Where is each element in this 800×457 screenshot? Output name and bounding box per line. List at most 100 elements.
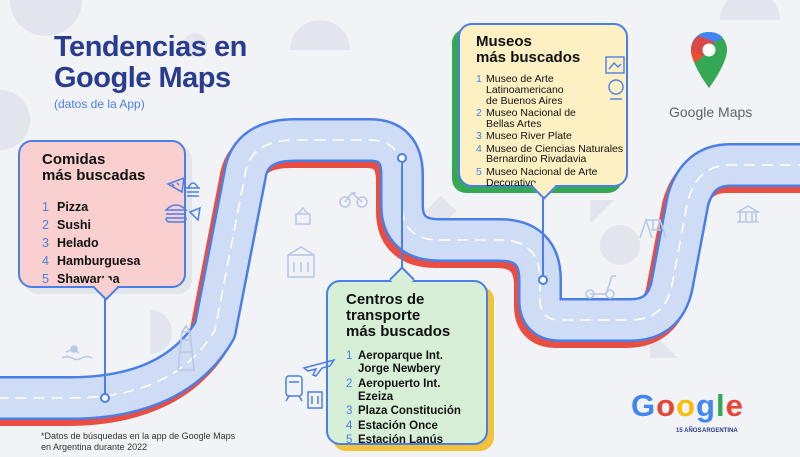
list-item: 1 Pizza	[42, 198, 184, 216]
list-item-number: 4	[42, 254, 49, 268]
google-doodle: Google	[631, 388, 744, 424]
list-item-label: Sushi	[57, 218, 92, 232]
list-item-number: 4	[476, 142, 482, 155]
train-icon	[285, 375, 303, 397]
list-item-number: 1	[42, 200, 49, 214]
doodle-letter: g	[696, 388, 716, 423]
list-item-number: 5	[346, 434, 353, 446]
footnote-line-1: *Datos de búsquedas en la app de Google …	[41, 431, 236, 441]
doodle-letter: o	[676, 388, 696, 423]
brand-name: Google Maps	[669, 104, 753, 120]
list-item: 5 Museo Nacional de Arte Decorativo	[476, 165, 626, 189]
list-item: 3 Helado	[42, 234, 184, 252]
list-item-label: Museo River Plate	[486, 130, 572, 143]
bg-half-circle-left	[150, 310, 172, 354]
route-pin-icon	[538, 275, 548, 285]
list-item-label: Estación Once	[358, 419, 438, 432]
transit-icons	[285, 358, 336, 409]
list-item-label: Pizza	[57, 200, 89, 214]
doodle-letter: e	[725, 388, 744, 423]
list-item-label: Estación Lanús	[358, 434, 443, 446]
plane-icon	[302, 358, 336, 377]
list-item: 2 Museo Nacional de Bellas Artes	[476, 108, 626, 130]
bg-half-circle-mid	[290, 20, 350, 50]
footnote-line-2: en Argentina durante 2022	[41, 442, 148, 452]
footnote: *Datos de búsquedas en la app de Google …	[41, 431, 281, 453]
list-item-number: 1	[346, 350, 353, 362]
doodle-letter: l	[715, 388, 726, 423]
list-item-label: Aeropuerto Int. Ezeiza	[358, 377, 441, 403]
road-centerline	[0, 139, 800, 399]
scooter-icon	[585, 275, 616, 299]
bg-circle-right	[600, 225, 640, 265]
list-item-number: 5	[42, 272, 49, 286]
bg-half-circle-edge	[0, 90, 30, 150]
title-line-1: Tendencias en	[54, 31, 247, 63]
doodle-years: 15 AÑOS	[676, 428, 702, 434]
list-item-label: Museo Nacional de Arte Decorativo	[486, 165, 598, 189]
doodle-letter: G	[631, 388, 657, 423]
lighthouse-icon	[177, 324, 195, 371]
list-item-number: 1	[476, 73, 482, 85]
statue-icon	[608, 79, 624, 95]
list-item: 1 Museo de Arte Latinoamericano de Buenos…	[476, 73, 626, 107]
list-item: 5 Estación Lanús	[346, 434, 486, 447]
list-item: 4 Estación Once	[346, 420, 486, 433]
list-item-number: 5	[476, 165, 482, 178]
list-item-label: Museo de Arte Latinoamericano de Buenos …	[486, 73, 564, 107]
list-item: 4 Hamburguesa	[42, 252, 184, 270]
transit-title-line-2: transporte	[346, 307, 421, 324]
food-icons	[164, 176, 201, 223]
bg-half-circle-top-right	[720, 0, 780, 20]
transit-title-line-1: Centros de	[346, 291, 425, 308]
transit-list: 1 Aeroparque Int. Jorge Newbery 2 Aeropuert…	[346, 350, 486, 447]
page-title: Tendencias en Google Maps	[54, 32, 247, 94]
page-subtitle: (datos de la App)	[54, 97, 145, 111]
route-pin-icon	[397, 153, 407, 163]
building-icon	[287, 246, 315, 278]
bg-circle	[183, 33, 207, 57]
playground-icon	[639, 217, 667, 239]
burger-icon	[164, 204, 188, 223]
museum-list: 1 Museo de Arte Latinoamericano de Buenos…	[476, 74, 626, 188]
list-item-number: 2	[42, 218, 49, 232]
list-item-label: Hamburguesa	[57, 254, 141, 268]
list-item: 4 Museo de Ciencias Naturales Bernardino …	[476, 142, 626, 166]
bicycle-icon	[339, 191, 368, 208]
list-item: 2 Sushi	[42, 216, 184, 234]
transit-card-title: Centros de transporte más buscados	[346, 292, 486, 340]
list-item-number: 3	[42, 236, 49, 250]
doodle-country: ARGENTINA	[702, 428, 738, 434]
title-line-2: Google Maps	[54, 62, 231, 94]
list-item-number: 4	[346, 419, 353, 432]
museum-card: Museos más buscados 1 Museo de Arte Latin…	[458, 23, 628, 188]
list-item-label: Aeroparque Int. Jorge Newbery	[358, 350, 443, 375]
list-item-number: 2	[346, 377, 353, 390]
temple-icon	[295, 206, 311, 225]
museum-title-line-1: Museos	[476, 33, 532, 50]
list-item-label: Museo de Ciencias Naturales Bernardino R…	[486, 142, 624, 166]
transit-title-line-3: más buscados	[346, 323, 451, 340]
museum-icons	[605, 56, 625, 100]
food-card-title: Comidas más buscadas	[42, 152, 184, 184]
food-title-line-2: más buscadas	[42, 167, 146, 184]
doodle-letter: o	[656, 388, 677, 423]
list-item-label: Helado	[57, 236, 99, 250]
museum-card-title: Museos más buscados	[476, 34, 626, 66]
list-item: 1 Aeroparque Int. Jorge Newbery	[346, 350, 486, 376]
icecream-icon	[188, 206, 201, 222]
pin-icon	[691, 32, 727, 88]
painting-icon	[605, 56, 625, 74]
list-item-number: 2	[476, 106, 482, 119]
museum-icon	[735, 205, 761, 223]
takeaway-icon	[186, 182, 200, 197]
list-item-label: Museo Nacional de Bellas Artes	[486, 106, 576, 130]
route-pin-icon	[100, 393, 110, 403]
station-icon	[307, 391, 323, 409]
list-item: 2 Aeropuerto Int. Ezeiza	[346, 378, 486, 404]
